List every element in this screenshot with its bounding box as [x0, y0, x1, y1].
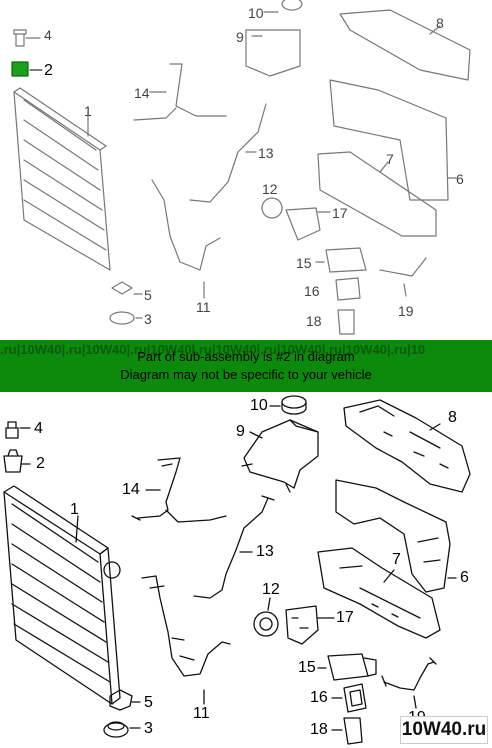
diagram-bottom-art [3, 395, 471, 745]
callout-2: 2 [36, 455, 45, 472]
callout-16-top: 16 [304, 283, 320, 299]
info-banner: .ru|10W40|.ru|10W40|.ru|10W40|.ru|10W40|… [0, 340, 492, 392]
part-17-bracket [285, 605, 319, 645]
callout-10-top: 10 [248, 5, 264, 21]
diagram-top-art [11, 0, 471, 335]
part-3 [103, 721, 129, 738]
callout-5: 5 [144, 694, 153, 711]
callout-2-top: 2 [44, 62, 53, 79]
diagram-top: 4 2 1 5 3 14 13 11 10 9 8 7 6 12 17 15 1… [0, 0, 492, 340]
site-logo: 10W40.ru [400, 716, 488, 744]
callout-7-top: 7 [386, 151, 394, 167]
part-4-clip [13, 29, 27, 47]
callout-15-top: 15 [296, 255, 312, 271]
callout-13-top: 13 [258, 145, 274, 161]
callout-3: 3 [144, 720, 153, 737]
part-5 [109, 689, 133, 711]
part-6-duct [335, 479, 451, 593]
part-4-clip [5, 421, 19, 439]
callout-17: 17 [336, 609, 354, 626]
callout-4-top: 4 [44, 27, 52, 43]
callout-13: 13 [256, 543, 274, 560]
callout-14-top: 14 [134, 85, 150, 101]
callout-1-top: 1 [84, 103, 92, 119]
part-10-cap [281, 395, 307, 415]
reservoir [245, 29, 301, 77]
callout-10: 10 [250, 397, 268, 414]
callout-6: 6 [460, 569, 469, 586]
callout-7: 7 [392, 551, 401, 568]
callout-3-top: 3 [144, 311, 152, 327]
callout-11-top: 11 [196, 299, 211, 315]
callout-9: 9 [236, 423, 245, 440]
part-15-pump [327, 653, 377, 681]
callout-11: 11 [193, 705, 210, 722]
callout-1: 1 [70, 501, 79, 518]
diagram-bottom: 4 2 1 5 3 14 13 11 10 9 8 7 6 12 17 15 1… [0, 392, 492, 748]
part-2-highlight [11, 61, 29, 77]
callout-5-top: 5 [144, 287, 152, 303]
callout-9-top: 9 [236, 29, 244, 45]
callout-12-top: 12 [262, 181, 278, 197]
part-9-reservoir [243, 419, 319, 489]
banner-line-disclaimer: Diagram may not be specific to your vehi… [120, 367, 372, 382]
callout-8: 8 [448, 409, 457, 426]
callout-16: 16 [310, 689, 328, 706]
part-11-hose [141, 575, 231, 677]
callout-15: 15 [298, 659, 316, 676]
part-13-hose [193, 497, 269, 599]
part-16 [343, 683, 367, 713]
bracket-8 [339, 9, 471, 81]
part-8-bracket [343, 399, 471, 493]
banner-line-subassembly: Part of sub-assembly is #2 in diagram [137, 349, 355, 364]
part-14-pipe [137, 457, 227, 523]
callout-14: 14 [122, 481, 140, 498]
callout-6-top: 6 [456, 171, 464, 187]
part-18 [343, 717, 363, 745]
part-2-clip [3, 449, 23, 473]
callout-8-top: 8 [436, 15, 444, 31]
callout-4: 4 [34, 420, 43, 437]
part-7-shroud [317, 547, 441, 639]
callout-18: 18 [310, 721, 328, 738]
part-12-thermostat [253, 611, 279, 637]
callout-19-top: 19 [398, 303, 414, 319]
callout-12: 12 [262, 581, 280, 598]
part-19-hose [383, 661, 435, 691]
watermark-strip: .ru|10W40|.ru|10W40|.ru|10W40|.ru|10W40|… [0, 342, 426, 357]
callout-18-top: 18 [306, 313, 322, 329]
callout-17-top: 17 [332, 205, 348, 221]
radiator [13, 91, 111, 271]
